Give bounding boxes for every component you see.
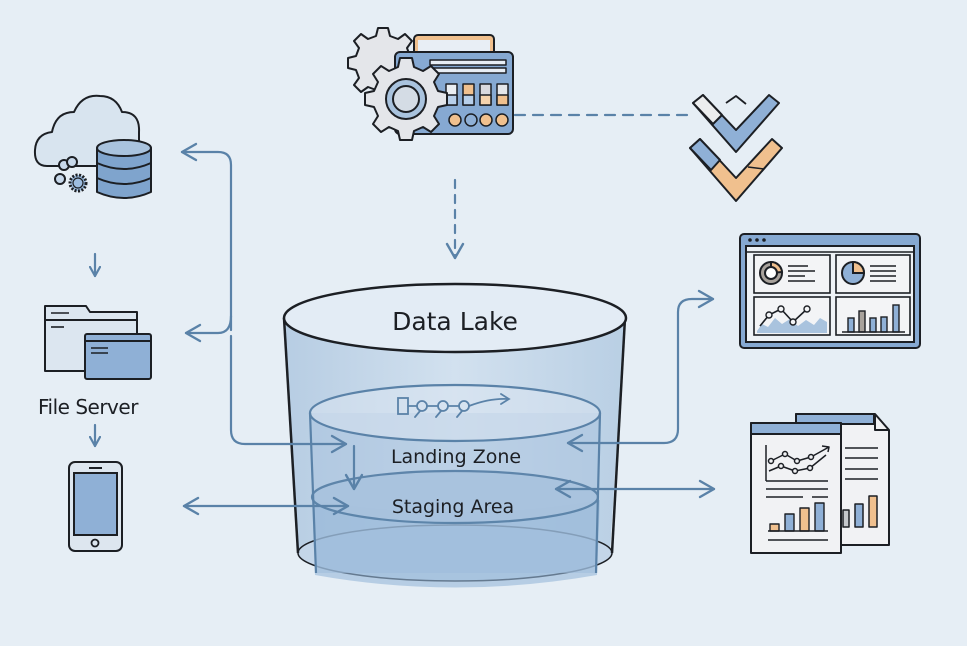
data-lake-cylinder[interactable] — [282, 282, 628, 588]
connections — [95, 113, 716, 516]
panel-knobs — [448, 113, 509, 127]
database-cylinder-icon — [96, 139, 152, 199]
connector-to-cloud-database — [180, 142, 233, 332]
report-bar-chart — [768, 502, 828, 541]
connector-dashboard-landing — [566, 289, 715, 453]
pipeline-icon — [397, 393, 511, 418]
staging-area-fill — [312, 500, 600, 588]
double-chevron-check-icon[interactable] — [689, 94, 783, 202]
file-server-label: File Server — [38, 395, 139, 419]
window-front — [84, 333, 152, 380]
analytics-dashboard-icon[interactable] — [739, 233, 921, 349]
report-front-page — [750, 422, 842, 554]
report-documents-icon[interactable] — [750, 413, 890, 554]
connector-to-file-server — [184, 314, 233, 343]
gears-control-panel-icon[interactable] — [347, 27, 514, 141]
pie-chart-icon — [841, 260, 866, 285]
small-gear-icon — [68, 173, 88, 193]
landing-zone-disk — [308, 383, 602, 443]
cloud-database-icon[interactable] — [33, 94, 152, 199]
report-line-chart — [765, 445, 830, 482]
donut-chart-icon — [759, 260, 784, 285]
staging-area-label: Staging Area — [392, 496, 514, 518]
smartphone-icon[interactable] — [68, 461, 123, 552]
landing-zone-label: Landing Zone — [391, 446, 521, 468]
file-server-icon[interactable] — [44, 305, 152, 380]
panel-sliders — [445, 83, 509, 106]
line-chart-icon — [757, 305, 827, 333]
bar-chart-icon — [842, 304, 905, 333]
gear-front-icon — [364, 57, 448, 141]
connector-to-landing-zone — [229, 334, 348, 454]
zone-left-wall — [308, 412, 318, 574]
data-lake-label: Data Lake — [392, 307, 518, 336]
